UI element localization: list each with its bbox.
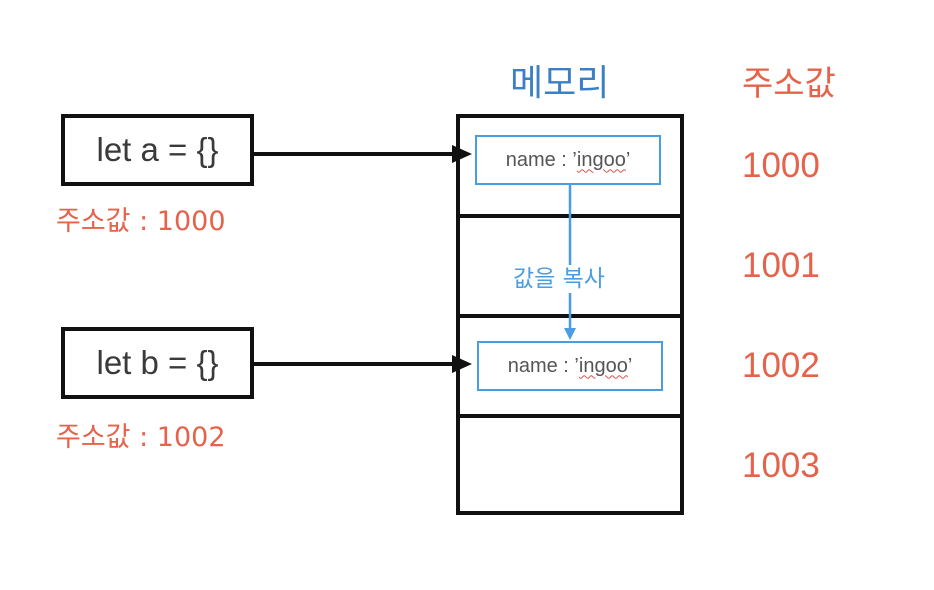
address-1001: 1001 xyxy=(742,246,820,285)
memory-value-1002: name : ’ingoo’ xyxy=(477,341,663,391)
pointer-arrow-a xyxy=(254,145,472,163)
value-suffix: ’ xyxy=(627,354,633,377)
variable-b-address-label: 주소값 : 1002 xyxy=(56,422,226,453)
value-word: ingoo xyxy=(578,354,628,377)
pointer-arrow-b xyxy=(254,355,472,373)
variable-a-box: let a = {} xyxy=(61,114,254,186)
memory-value-1000: name : ’ingoo’ xyxy=(475,135,661,185)
address-1002: 1002 xyxy=(742,346,820,385)
value-prefix: name : ’ xyxy=(507,354,579,377)
value-word: ingoo xyxy=(576,148,626,171)
variable-b-box: let b = {} xyxy=(61,327,254,399)
value-suffix: ’ xyxy=(625,148,631,171)
address-1003: 1003 xyxy=(742,446,820,485)
memory-cell-1002 xyxy=(460,318,680,418)
variable-b-code: let b = {} xyxy=(96,344,219,381)
copy-arrow xyxy=(564,185,576,340)
address-1000: 1000 xyxy=(742,146,820,185)
value-prefix: name : ’ xyxy=(505,148,577,171)
copy-label: 값을 복사 xyxy=(512,265,606,293)
memory-title: 메모리 xyxy=(510,63,610,104)
address-header: 주소값 xyxy=(742,64,836,104)
variable-a-address-label: 주소값 : 1000 xyxy=(56,206,226,237)
variable-a-code: let a = {} xyxy=(96,131,219,168)
